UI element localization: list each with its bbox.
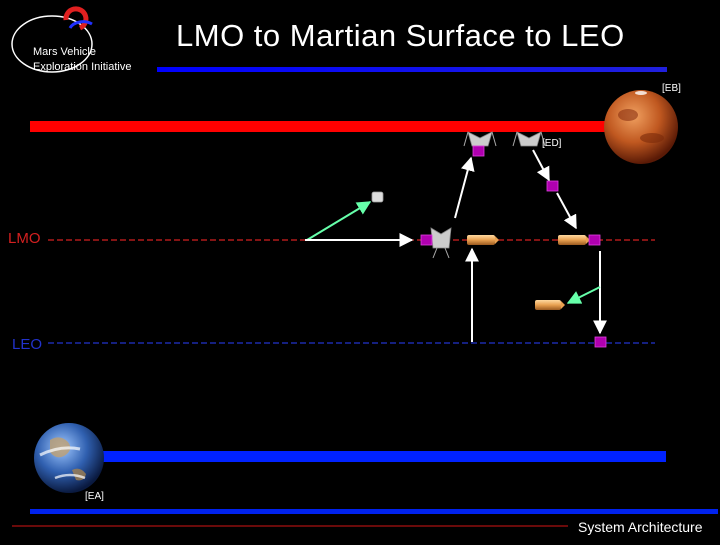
lander-icon [464, 132, 496, 146]
earth-surface-bar [102, 451, 666, 462]
ascent-module-block [473, 146, 484, 156]
label-eb: [EB] [662, 83, 681, 94]
lander-icon [513, 132, 545, 146]
footer-section-label: System Architecture [578, 519, 703, 535]
leo-module-block [595, 337, 606, 347]
org-name-line1: Mars Vehicle [33, 46, 96, 58]
descent-arrow-1 [533, 150, 549, 180]
ascent-arrow [455, 158, 471, 218]
lmo-module-block [421, 235, 432, 245]
transfer-arrow-down [568, 287, 600, 303]
lmo-label: LMO [8, 230, 41, 247]
propellant-tank-icon [558, 235, 586, 245]
mars-surface-bar [30, 121, 618, 132]
propellant-tank-icon [535, 300, 561, 310]
transfer-arrow-up [307, 202, 370, 240]
earth-return-module-block [589, 235, 600, 245]
lander-icon [431, 228, 451, 258]
label-ed: [ED] [542, 138, 561, 149]
bottom-blue-rule [30, 509, 718, 514]
leo-label: LEO [12, 336, 42, 353]
tank-nozzle [561, 301, 565, 309]
earth-planet-icon [34, 423, 104, 493]
slide-title: LMO to Martian Surface to LEO [176, 18, 625, 54]
descent-arrow-2 [557, 193, 576, 228]
label-ea: [EA] [85, 491, 104, 502]
payload-capsule-icon [372, 192, 383, 202]
mars-planet-icon [604, 90, 678, 164]
header-rule [157, 67, 667, 72]
descent-module-block [547, 181, 558, 191]
tank-nozzle [495, 236, 499, 244]
org-name-line2: Exploration Initiative [33, 61, 131, 73]
propellant-tank-icon [467, 235, 495, 245]
